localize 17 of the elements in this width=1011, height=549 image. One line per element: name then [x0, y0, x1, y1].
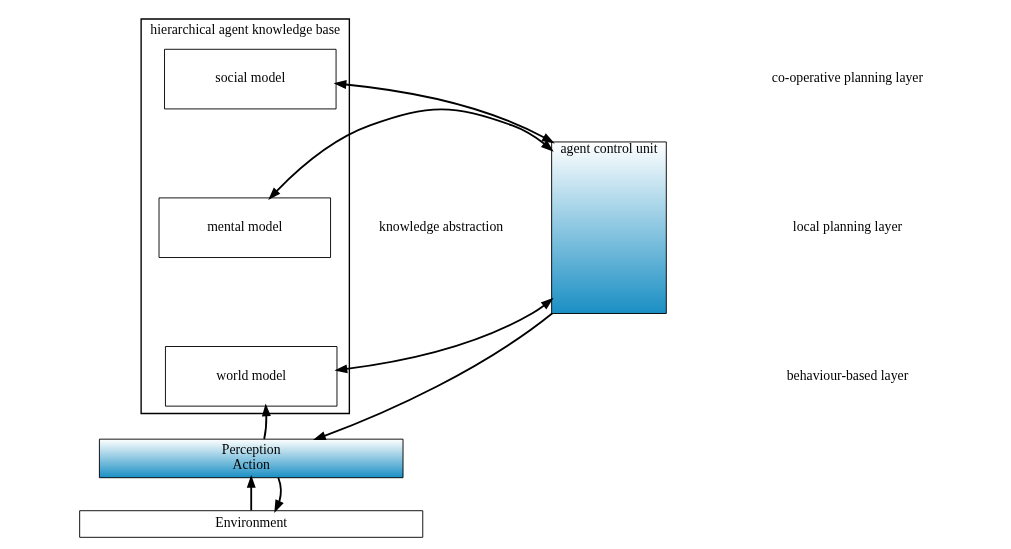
label: local planning layer: [792, 218, 902, 234]
label: co-operative planning layer: [771, 70, 923, 86]
label: knowledge abstraction: [378, 218, 503, 234]
node-box: world model: [164, 346, 337, 407]
node-box: Perception Action: [98, 438, 403, 479]
arrow: [273, 476, 284, 513]
arrow: [312, 312, 553, 441]
arrow: [333, 80, 555, 144]
label: behaviour-based layer: [786, 367, 908, 383]
node-box: social model: [163, 48, 336, 110]
node-box: Environment: [78, 510, 423, 538]
arrow: [267, 108, 554, 200]
node-box: mental model: [158, 197, 331, 258]
arrow: [261, 403, 271, 440]
node-box: agent control unit: [550, 141, 667, 314]
arrow: [246, 475, 256, 512]
arrow: [333, 297, 554, 374]
